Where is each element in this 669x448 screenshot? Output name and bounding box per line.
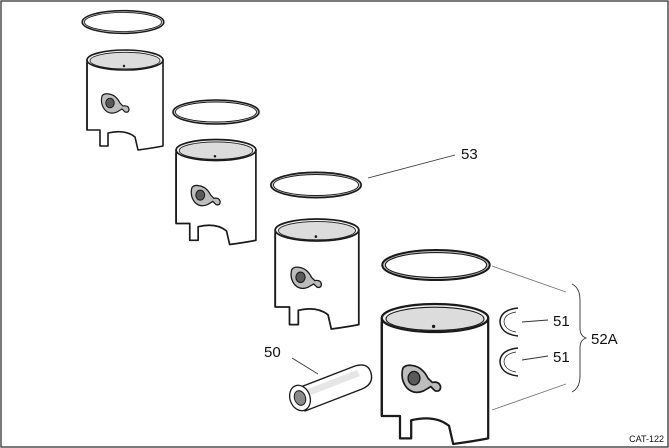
circlip-upper [499,307,519,337]
piston-ring-set-1-ring [81,9,165,35]
leader-50 [291,357,319,375]
leader-53 [367,154,456,179]
callout-52A: 52A [591,331,618,348]
piston-ring-53 [270,171,362,199]
leader-51-lower [521,355,549,361]
circlip-lower [499,347,519,377]
figure-code: CAT-122 [629,434,664,444]
piston-ring-set-4-ring [381,249,491,281]
callout-51-upper: 51 [553,313,570,330]
kit-bracket [491,265,588,411]
callout-50: 50 [264,344,281,361]
callout-51-lower: 51 [553,349,570,366]
leader-51-upper [521,319,549,323]
callout-53: 53 [461,146,478,163]
piston-ring-set-2-ring [172,99,260,125]
piston-pin [288,364,373,412]
